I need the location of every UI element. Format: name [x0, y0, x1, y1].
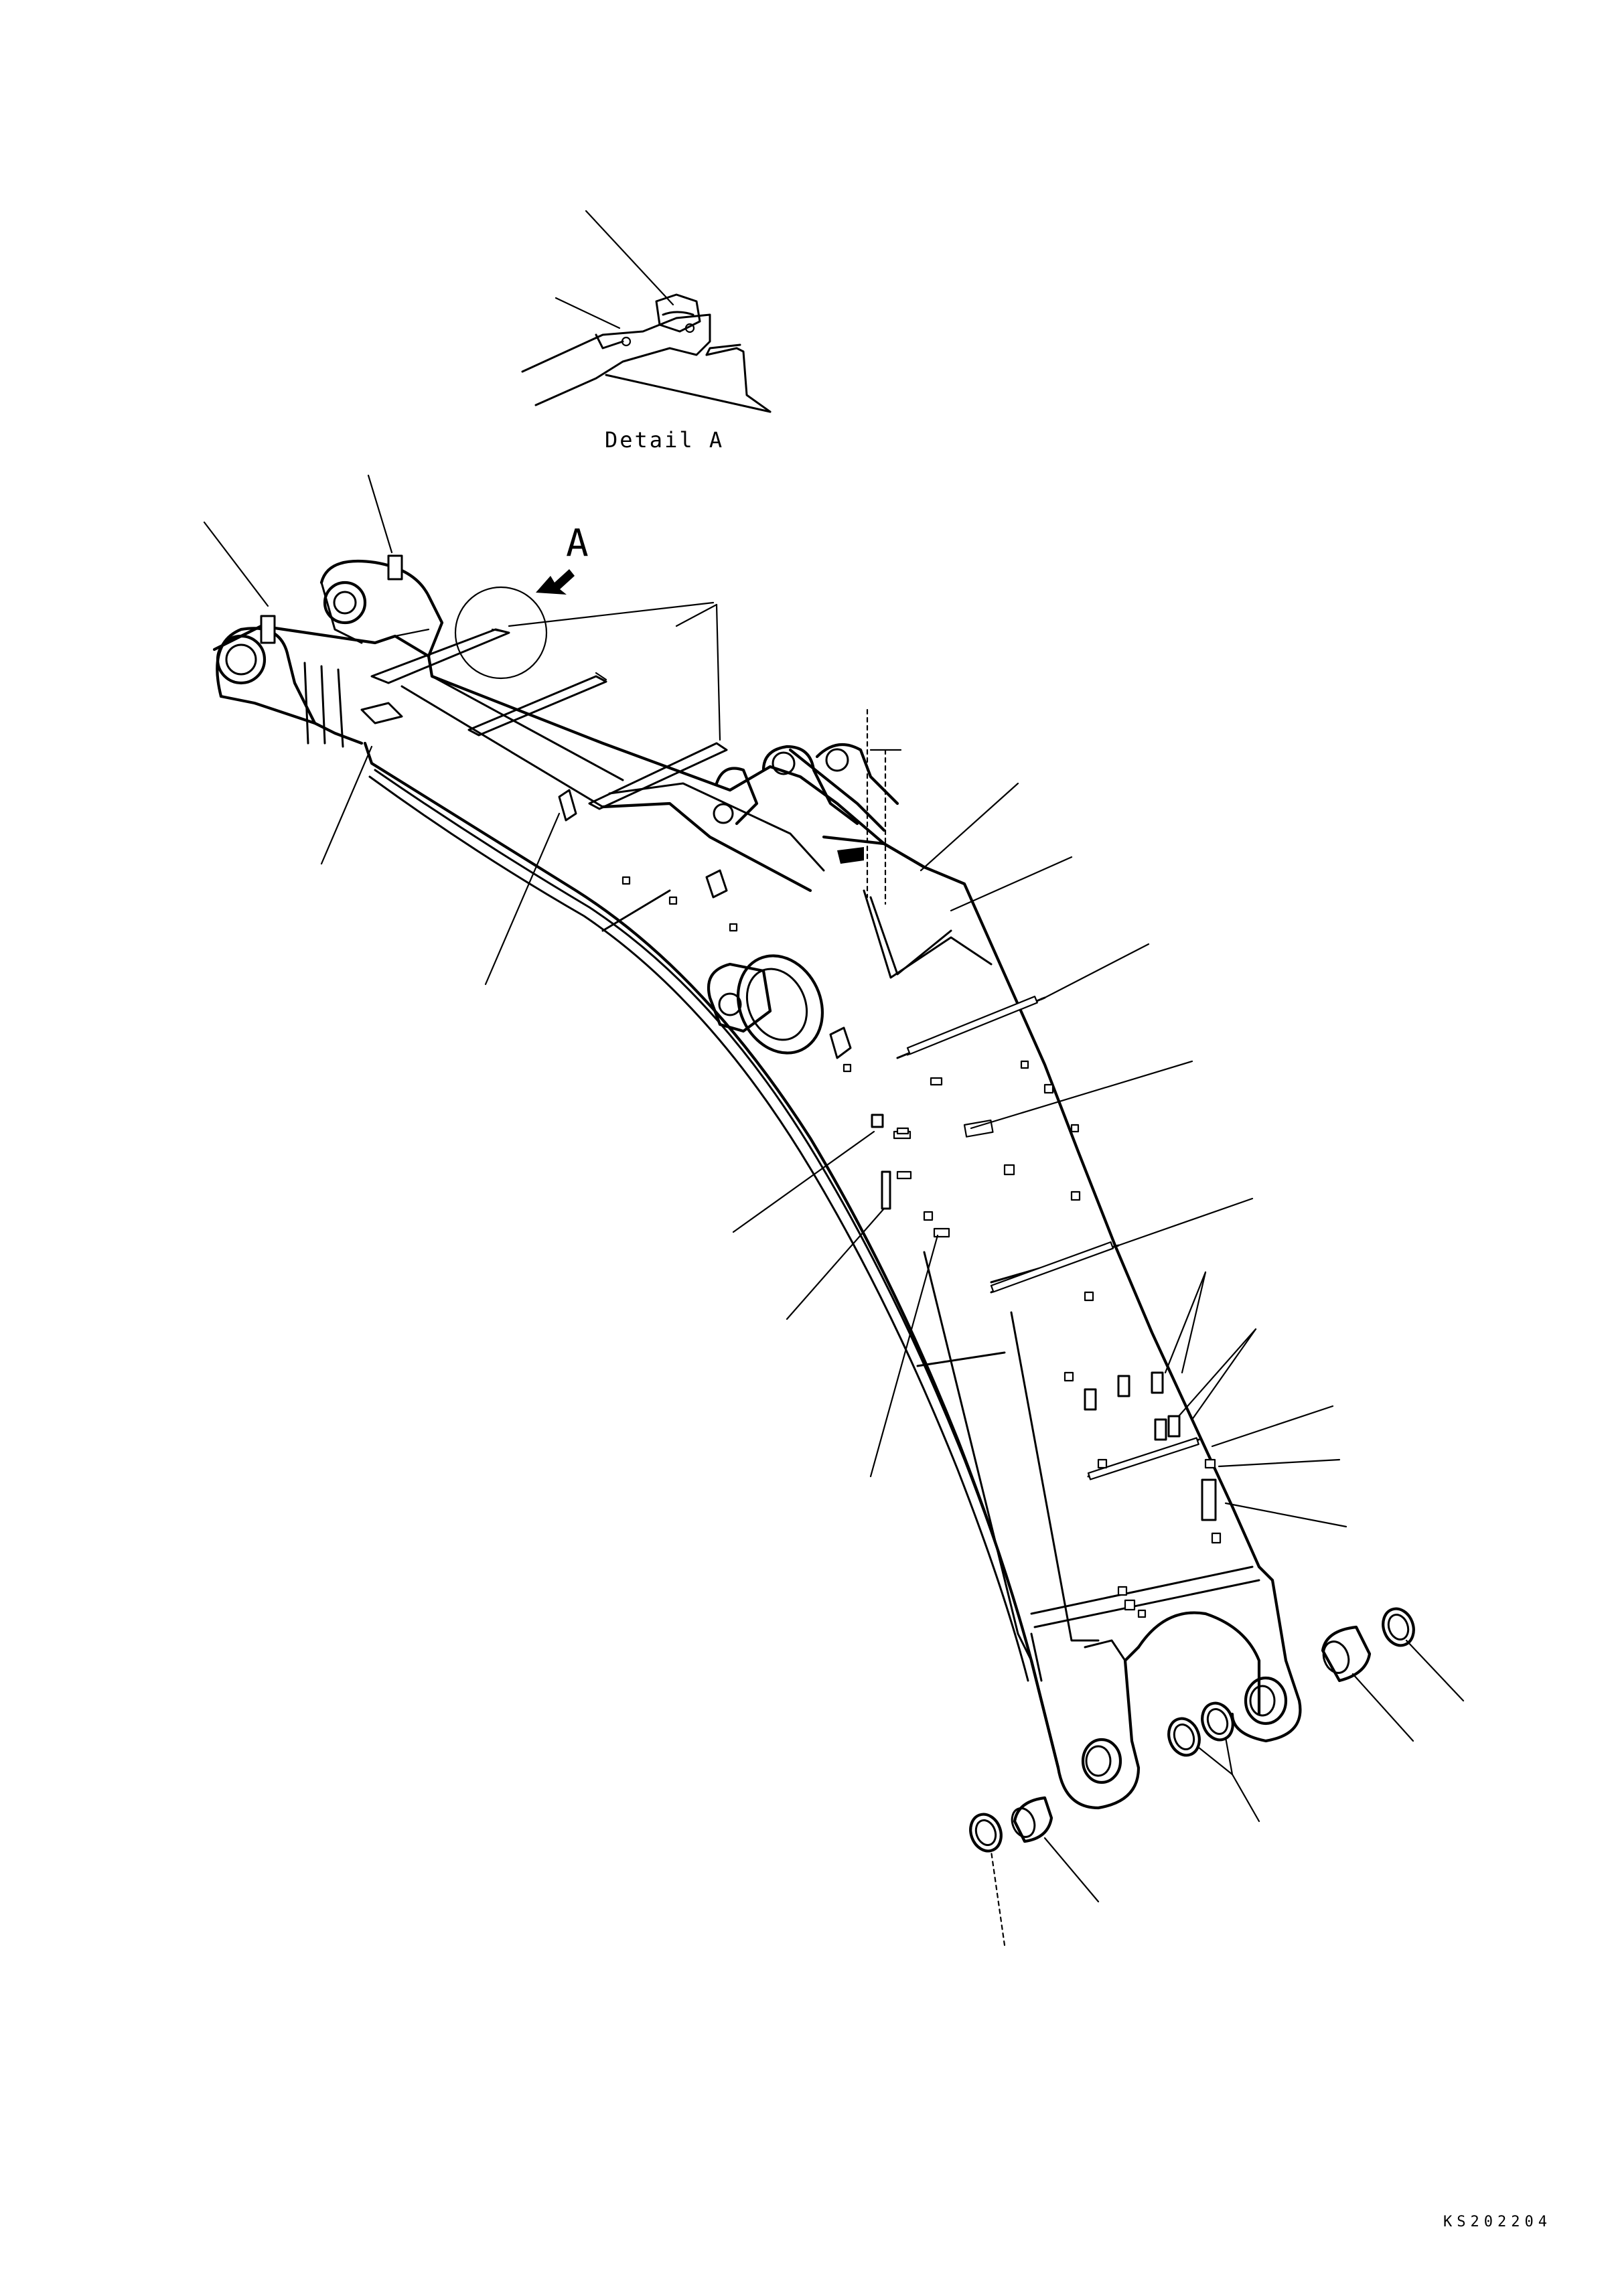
boom-body — [212, 554, 1302, 1810]
bushings-and-seals — [969, 1607, 1415, 1853]
boom-fittings — [558, 789, 1222, 1618]
leader-lines — [203, 474, 1465, 1946]
view-arrow-a: A — [536, 522, 589, 595]
drawing-code: KS202204 — [1443, 2214, 1552, 2230]
view-marker-letter: A — [566, 522, 589, 565]
detail-a-callout-circle — [454, 586, 548, 680]
detail-a-inset: Detail A — [521, 210, 772, 453]
detail-a-caption: Detail A — [605, 427, 724, 453]
